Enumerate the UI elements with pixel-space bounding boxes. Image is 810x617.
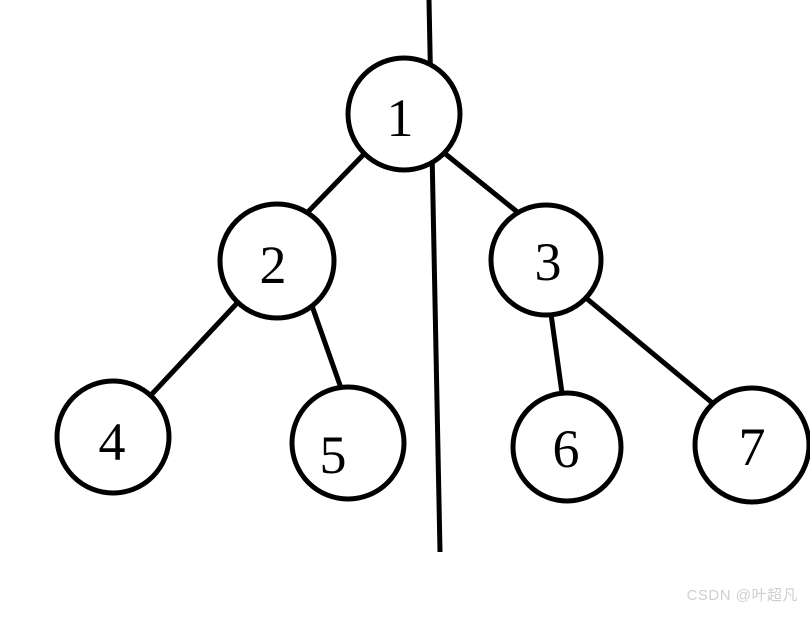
tree-edge-n3-n6 — [548, 311, 565, 396]
watermark-label: CSDN @叶超凡 — [686, 587, 798, 604]
node-label-3: 3 — [535, 232, 562, 292]
tree-node-1[interactable]: 1 — [345, 55, 463, 173]
tree-edge-n3-n7 — [583, 295, 719, 409]
node-label-4: 4 — [99, 412, 126, 472]
node-label-2: 2 — [260, 235, 287, 295]
node-circle-4 — [54, 378, 172, 496]
tree-node-4[interactable]: 4 — [54, 378, 172, 496]
tree-edge-n2-n5 — [308, 300, 344, 391]
node-circle-2 — [217, 201, 337, 321]
edges-group — [149, 149, 719, 409]
node-circle-1 — [345, 55, 463, 173]
tree-node-3[interactable]: 3 — [488, 202, 604, 318]
node-label-1: 1 — [387, 88, 414, 148]
nodes-group: 1 2 3 4 5 6 7 — [54, 55, 810, 505]
node-circle-5 — [289, 384, 407, 502]
tree-node-5[interactable]: 5 — [289, 384, 407, 502]
node-circle-6 — [510, 390, 624, 504]
tree-node-2[interactable]: 2 — [217, 201, 337, 321]
tree-node-6[interactable]: 6 — [510, 390, 624, 504]
node-circle-3 — [488, 202, 604, 318]
tree-edge-n1-n3 — [440, 149, 524, 218]
tree-edge-n1-n2 — [302, 150, 368, 218]
node-label-7: 7 — [739, 417, 766, 477]
tree-node-7[interactable]: 7 — [692, 385, 810, 505]
node-circle-7 — [692, 385, 810, 505]
node-label-5: 5 — [320, 425, 347, 485]
node-label-6: 6 — [553, 419, 580, 479]
tree-edge-n2-n4 — [149, 297, 243, 397]
